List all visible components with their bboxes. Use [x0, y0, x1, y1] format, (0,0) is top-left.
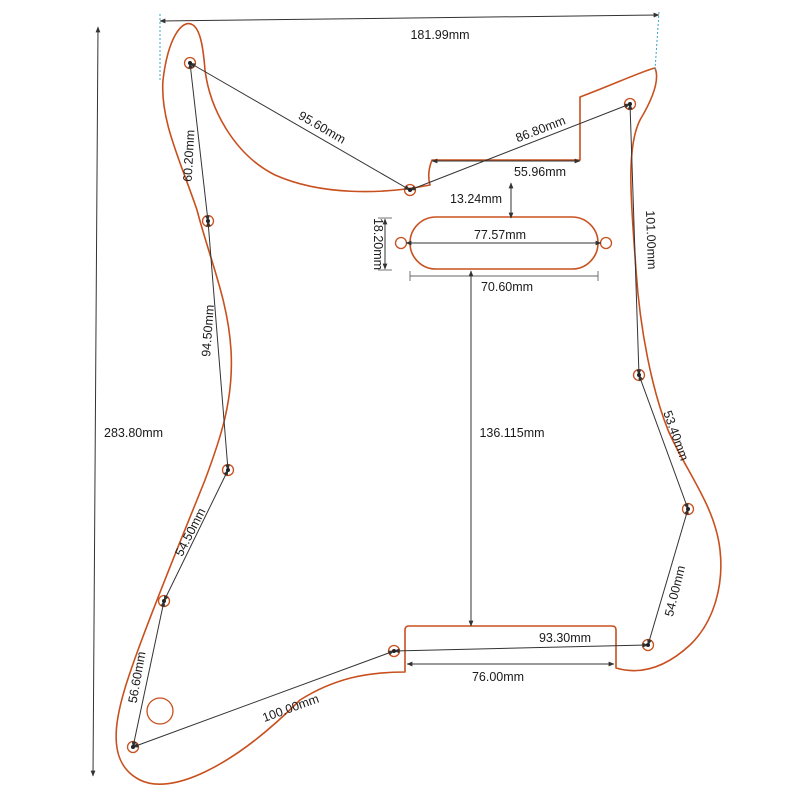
- circle-cutout: [146, 697, 174, 725]
- label-right-middle: 53.40mm: [660, 409, 691, 463]
- hole-center: [206, 219, 210, 223]
- hole-center: [646, 643, 650, 647]
- label-left-lower: 54.50mm: [172, 506, 208, 559]
- label-left-middle: 94.50mm: [199, 304, 217, 357]
- hole-center: [637, 373, 641, 377]
- label-bottom-holes: 93.30mm: [539, 631, 591, 645]
- hole-center: [408, 188, 412, 192]
- hole-center: [162, 599, 166, 603]
- label-top-left-to-mid: 95.60mm: [296, 108, 348, 146]
- label-right-lower: 54.00mm: [662, 564, 688, 618]
- label-pickup-to-bottom: 136.115mm: [479, 426, 544, 440]
- label-pickup-hole-span: 77.57mm: [474, 228, 526, 242]
- hole-centers: [131, 61, 690, 749]
- label-top-right-to-mid: 86.80mm: [514, 113, 568, 145]
- label-bottom-cutout: 76.00mm: [472, 670, 524, 684]
- label-right-upper: 101.00mm: [643, 210, 659, 270]
- hole-center: [226, 468, 230, 472]
- hole-center: [188, 61, 192, 65]
- label-overall-height: 283.80mm: [104, 426, 163, 440]
- hole-center: [686, 507, 690, 511]
- pickguard-outline: [115, 22, 722, 785]
- label-notch-to-pickup: 13.24mm: [450, 192, 502, 206]
- hole-center: [628, 102, 632, 106]
- screw-holes: [126, 56, 695, 754]
- label-pickup-height: 18.20mm: [371, 218, 385, 270]
- label-left-upper: 60.20mm: [181, 129, 198, 182]
- dimension-labels: 181.99mm 283.80mm 95.60mm 86.80mm 55.96m…: [104, 28, 691, 725]
- screw-hole: [394, 236, 408, 250]
- label-overall-width: 181.99mm: [410, 28, 469, 42]
- label-notch-width: 55.96mm: [514, 165, 566, 179]
- hole-center: [131, 745, 135, 749]
- screw-hole: [599, 236, 613, 250]
- label-pickup-length: 70.60mm: [481, 280, 533, 294]
- label-left-bottom: 56.60mm: [126, 650, 149, 704]
- hole-center: [392, 649, 396, 653]
- dimension-lines: [90, 11, 689, 777]
